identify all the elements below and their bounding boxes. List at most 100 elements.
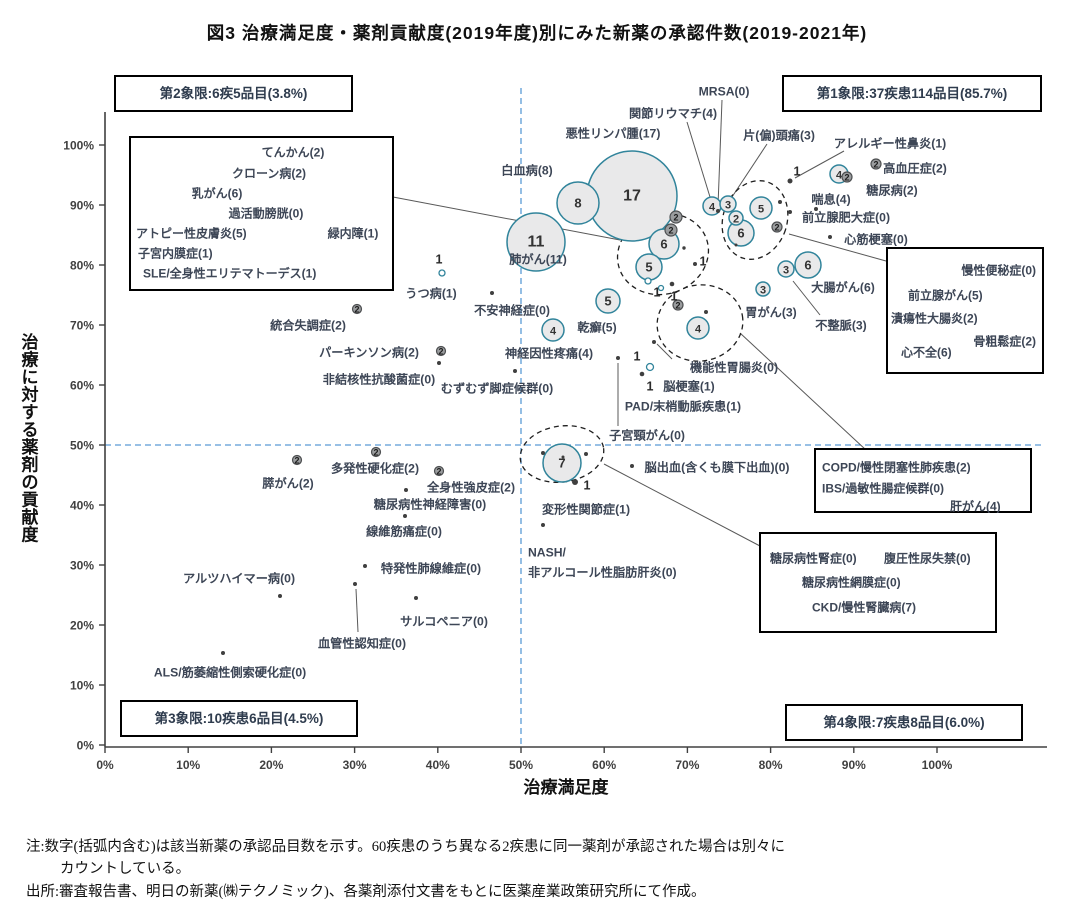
gray-bubble-count: 2 (294, 456, 299, 466)
disease-label: 胃がん(3) (745, 305, 796, 320)
dot-marker (630, 464, 634, 468)
disease-label: 全身性強皮症(2) (426, 480, 515, 495)
dot-marker (787, 178, 793, 184)
box-disease-label: SLE/全身性エリテマトーデス(1) (143, 266, 316, 281)
ring-marker (657, 284, 665, 292)
note-line-2: カウントしている。 (60, 861, 191, 878)
x-tick-label: 70% (675, 758, 699, 772)
x-tick-label: 80% (759, 758, 783, 772)
disease-label: 心筋梗塞(0) (844, 232, 908, 247)
disease-label: 非アルコール性脂肪肝炎(0) (528, 565, 677, 580)
disease-label: 乾癬(5) (577, 320, 616, 335)
connector-line (788, 233, 887, 262)
y-tick-label: 20% (70, 619, 94, 633)
bubble (777, 260, 795, 278)
quadrant-box (785, 704, 1023, 741)
dot-marker (682, 246, 686, 250)
gray-bubble (870, 158, 882, 170)
connector-line (686, 121, 711, 198)
connector-line (739, 332, 867, 451)
bubble-count: 17 (623, 188, 641, 205)
dot-marker (353, 582, 357, 586)
gray-bubble-count: 2 (774, 223, 779, 233)
count-label: 1 (634, 350, 641, 364)
disease-label: 糖尿病(2) (866, 183, 917, 198)
bubble (794, 251, 822, 279)
disease-label: うつ病(1) (405, 286, 456, 301)
box-disease-label: 過活動膀胱(0) (228, 206, 304, 221)
bubble-count: 11 (528, 234, 545, 251)
y-axis-title: 治療に対する薬剤の貢献度 (21, 332, 40, 545)
box-disease-label: 乳がん(6) (192, 186, 243, 201)
dot-marker (584, 452, 588, 456)
dot-marker (541, 451, 545, 455)
dot-marker (404, 488, 408, 492)
dot-marker (669, 281, 675, 287)
dot-marker (652, 340, 656, 344)
count-label: 1 (654, 286, 661, 300)
x-tick-label: 60% (592, 758, 616, 772)
box-disease-label: 糖尿病性腎症(0) (770, 551, 857, 566)
bubble-count: 5 (604, 294, 611, 309)
disease-label: 白血病(8) (501, 163, 552, 178)
count-label: 1 (700, 255, 707, 269)
bubble-count: 4 (695, 324, 702, 336)
ring-marker (438, 269, 446, 277)
bubble-count: 6 (660, 237, 667, 252)
gray-bubble-count: 2 (373, 448, 378, 458)
gray-bubble (351, 303, 363, 315)
dot-marker (814, 207, 818, 211)
y-tick-label: 10% (70, 679, 94, 693)
dot-marker (221, 651, 225, 655)
disease-label: 膵がん(2) (262, 476, 313, 491)
disease-label: 大腸がん(6) (811, 280, 875, 295)
quadrant2-disease-box (129, 136, 394, 291)
y-tick-label: 70% (70, 319, 94, 333)
figure-notes: 注:数字(括弧内含む)は該当新薬の承認品目数を示す。60疾患のうち異なる2疾患に… (26, 836, 1056, 903)
diabetes-group-box (759, 532, 997, 633)
dot-marker (734, 243, 738, 247)
dot-marker (541, 523, 545, 527)
connector-line (717, 99, 723, 207)
box-disease-label: 子宮内膜症(1) (138, 246, 213, 261)
disease-label: 高血圧症(2) (883, 161, 947, 176)
bubble-count: 3 (783, 265, 789, 277)
dot-marker (639, 371, 645, 377)
box-disease-label: 潰瘍性大腸炎(2) (891, 311, 978, 326)
dot-marker (490, 291, 494, 295)
connector-line (355, 588, 359, 633)
bubble-count: 5 (758, 204, 764, 216)
box-disease-label: 緑内障(1) (328, 226, 379, 241)
dot-marker (616, 356, 620, 360)
count-label: 1 (647, 380, 654, 394)
gray-bubble (664, 223, 678, 237)
bubble-count: 7 (558, 456, 565, 471)
x-axis-title: 治療満足度 (524, 777, 610, 797)
box-disease-label: 慢性便秘症(0) (961, 263, 1036, 278)
disease-label: 前立腺肥大症(0) (802, 210, 890, 225)
dot-marker (828, 235, 832, 239)
connector-line (603, 463, 761, 547)
y-tick-label: 60% (70, 379, 94, 393)
bubble-count: 3 (725, 200, 731, 212)
disease-label: NASH/ (528, 546, 567, 560)
bubble (506, 212, 566, 272)
count-label: 1 (671, 290, 678, 304)
gray-bubble (291, 454, 303, 466)
count-label: 1 (794, 165, 801, 179)
gray-bubble (672, 299, 684, 311)
x-tick-label: 90% (842, 758, 866, 772)
gray-bubble (435, 345, 447, 357)
bubble (719, 195, 737, 213)
disease-label: パーキンソン病(2) (319, 345, 419, 360)
dot-marker (561, 455, 565, 459)
dot-marker (513, 369, 517, 373)
gray-bubble-count: 2 (675, 301, 680, 311)
disease-label: 変形性関節症(1) (542, 502, 630, 517)
dot-marker (414, 596, 418, 600)
bubble-count: 5 (645, 260, 652, 275)
y-tick-label: 0% (77, 739, 95, 753)
disease-label: 肺がん(11) (509, 252, 567, 267)
group-dashed-ellipse (721, 180, 789, 260)
